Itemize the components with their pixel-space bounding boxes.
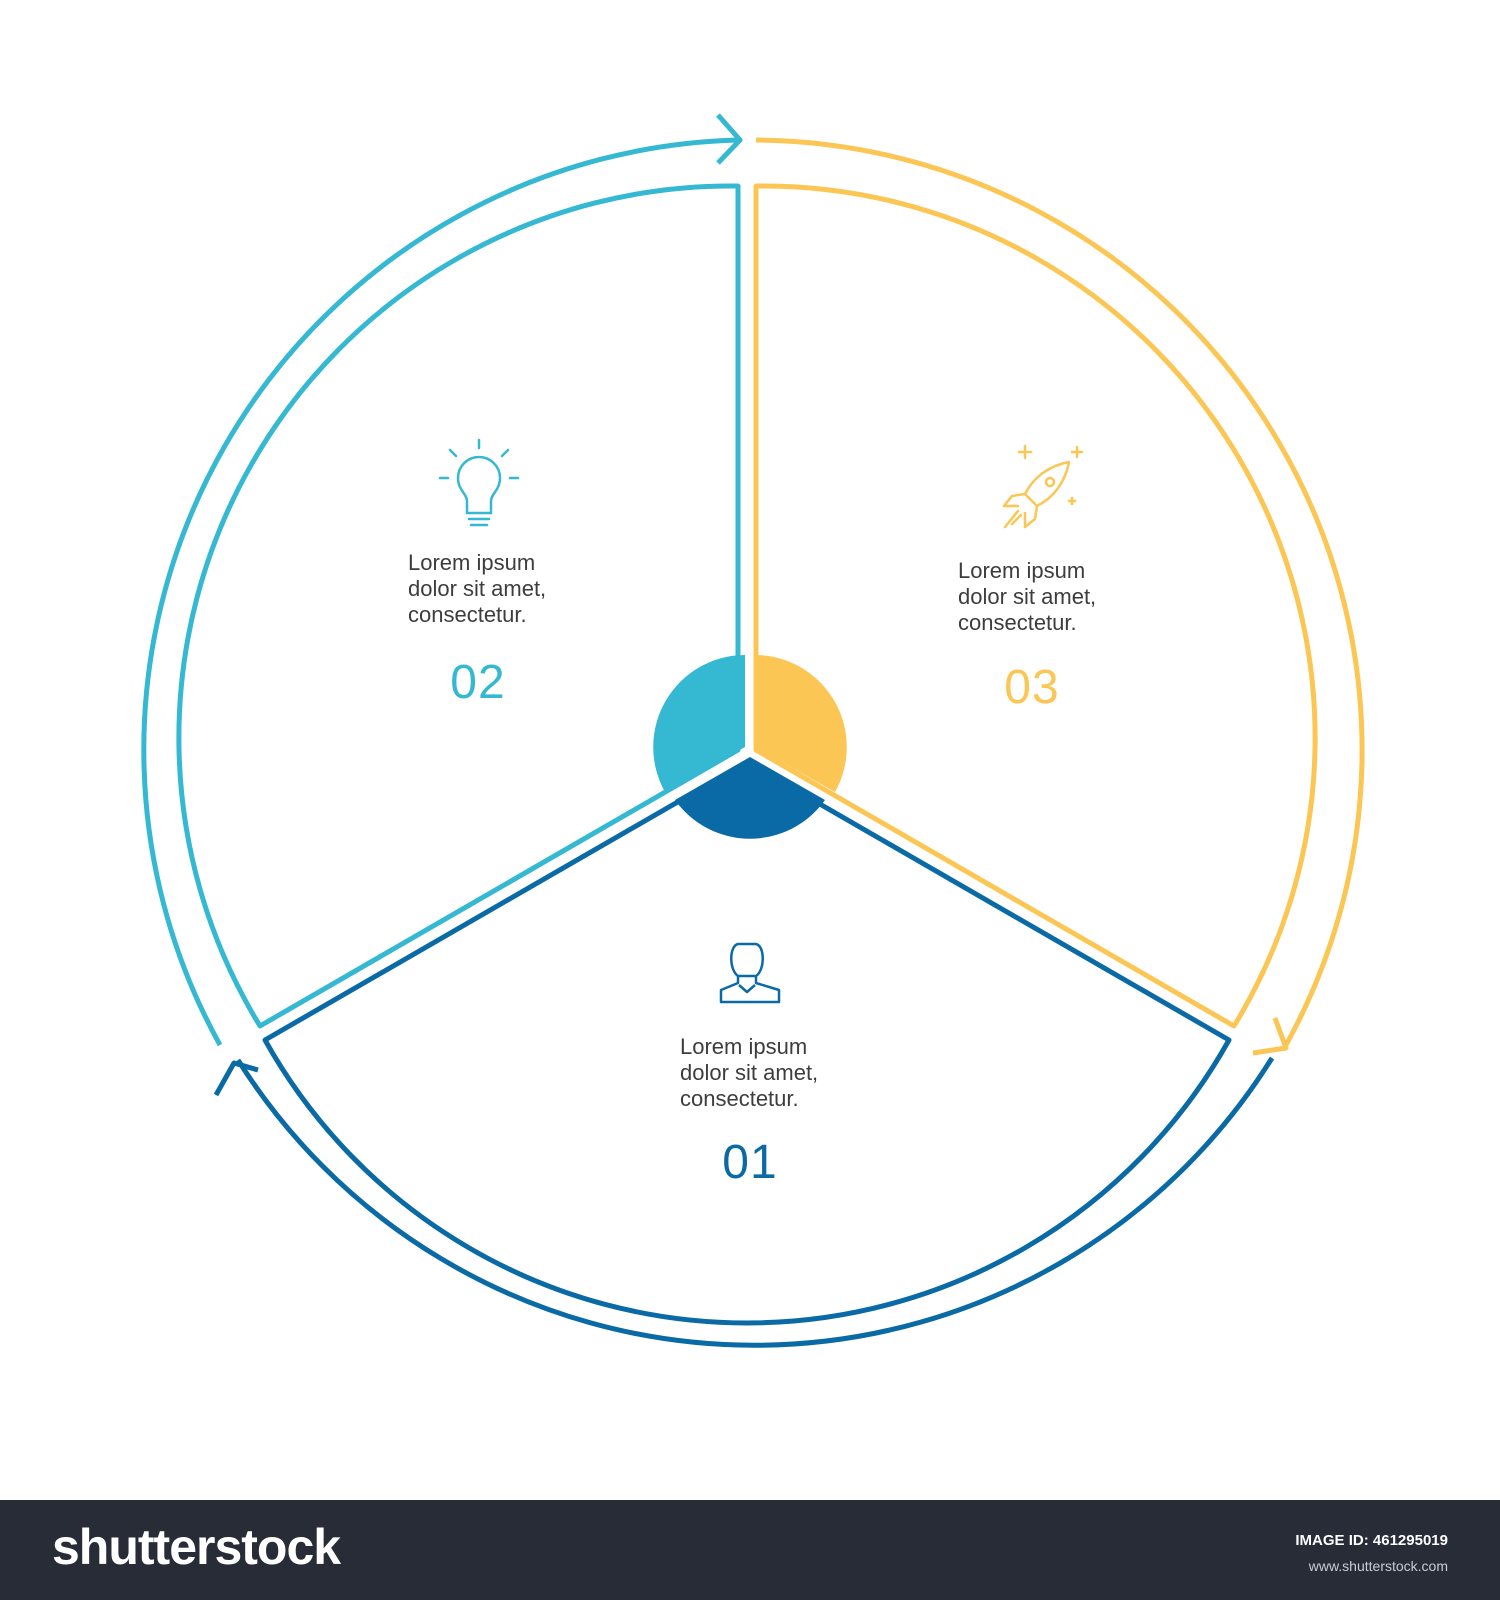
segment-02-line-3: consectetur. (408, 602, 527, 627)
image-id-label: IMAGE ID: (1295, 1532, 1369, 1549)
footer-bar: shutterstock IMAGE ID: 461295019 www.shu… (0, 1500, 1500, 1600)
segment-03-line-1: Lorem ipsum (958, 558, 1086, 583)
rocket-icon (1002, 444, 1084, 529)
segment-01-line-3: consectetur. (680, 1086, 799, 1111)
segment-01-outline (262, 759, 1232, 1326)
arrow-arc-03 (755, 137, 1365, 1047)
segment-03-number: 03 (1004, 661, 1060, 714)
brand-logo: shutterstock (52, 1519, 341, 1575)
arrow-arc-02 (141, 137, 739, 1047)
hub-03 (755, 655, 847, 792)
arrow-head-01 (213, 1060, 259, 1097)
image-id-value: 461295019 (1372, 1532, 1448, 1549)
cycle-diagram (141, 113, 1365, 1348)
segment-01-line-1: Lorem ipsum (680, 1034, 808, 1059)
segment-01-number: 01 (722, 1136, 778, 1189)
hub-01 (675, 757, 825, 839)
segment-03-outline (753, 183, 1318, 1029)
segment-03-line-2: dolor sit amet, (958, 584, 1097, 609)
hub-02 (653, 655, 745, 792)
segment-02-outline (176, 183, 741, 1029)
arrow-arc-01 (235, 1056, 1275, 1348)
image-id: IMAGE ID: 461295019 (1295, 1532, 1448, 1549)
lightbulb-icon (438, 438, 520, 527)
segment-02-number: 02 (450, 656, 506, 709)
segment-02-line-1: Lorem ipsum (408, 550, 536, 575)
segment-02-line-2: dolor sit amet, (408, 576, 547, 601)
arrow-head-02 (716, 113, 743, 165)
site-url: www.shutterstock.com (1308, 1558, 1448, 1574)
segment-02-text: Lorem ipsum dolor sit amet, consectetur. (408, 550, 608, 628)
segment-03-line-3: consectetur. (958, 610, 1077, 635)
segment-01-line-2: dolor sit amet, (680, 1060, 819, 1085)
arrow-head-03 (1252, 1017, 1289, 1056)
segment-01-text: Lorem ipsum dolor sit amet, consectetur. (680, 1034, 880, 1112)
segment-03-text: Lorem ipsum dolor sit amet, consectetur. (958, 558, 1158, 636)
person-icon (719, 942, 781, 1004)
